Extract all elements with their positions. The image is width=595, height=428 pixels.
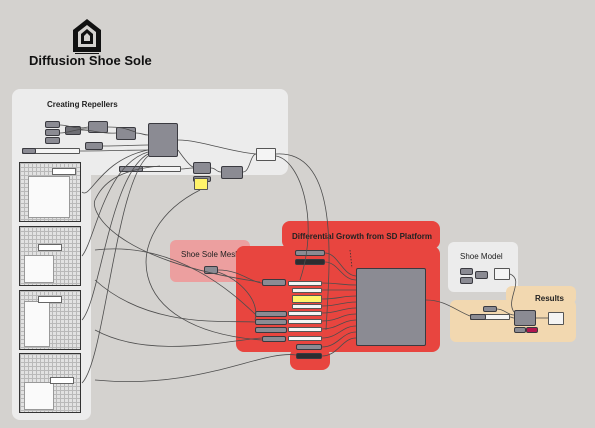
growth-param[interactable] — [295, 250, 325, 256]
differential-growth-solver[interactable] — [356, 268, 426, 346]
group-label-shoe-sole-mesh: Shoe Sole Mesh — [181, 250, 240, 259]
component-node[interactable] — [45, 121, 60, 128]
growth-param[interactable] — [255, 311, 287, 317]
results-color-swatch[interactable] — [514, 327, 526, 333]
growth-param[interactable] — [255, 319, 287, 325]
shoe-model-node[interactable] — [460, 277, 473, 284]
repeller-preview-3[interactable] — [19, 290, 81, 350]
growth-slider[interactable] — [288, 327, 322, 332]
growth-param[interactable] — [296, 353, 322, 359]
group-shoe-model[interactable] — [448, 242, 518, 292]
group-label-creating-repellers: Creating Repellers — [47, 100, 118, 109]
results-slider-handle[interactable] — [470, 314, 486, 320]
growth-slider[interactable] — [288, 336, 322, 341]
component-node[interactable] — [22, 148, 36, 154]
group-results-top[interactable] — [506, 286, 576, 304]
group-label-differential-growth: Differential Growth from SD Platform — [292, 232, 433, 241]
page-title: Diffusion Shoe Sole — [29, 53, 152, 68]
house-logo-icon — [73, 19, 101, 54]
group-differential-growth-tail[interactable] — [290, 348, 330, 370]
growth-param[interactable] — [262, 279, 286, 286]
component-node[interactable] — [116, 127, 136, 140]
results-node[interactable] — [483, 306, 497, 312]
repeller-preview-4[interactable] — [19, 353, 81, 413]
component-node[interactable] — [88, 121, 108, 133]
component-node[interactable] — [119, 166, 143, 172]
growth-slider[interactable] — [292, 304, 322, 309]
growth-slider[interactable] — [292, 288, 322, 293]
component-node[interactable] — [85, 142, 103, 150]
yellow-panel[interactable] — [194, 178, 208, 190]
growth-slider[interactable] — [288, 319, 322, 324]
yellow-panel[interactable] — [292, 295, 322, 303]
group-label-results: Results — [535, 294, 564, 303]
growth-slider[interactable] — [288, 311, 322, 316]
shoe-model-node[interactable] — [475, 271, 488, 279]
shoe-model-node[interactable] — [460, 268, 473, 275]
component-node[interactable] — [65, 126, 81, 135]
growth-param[interactable] — [295, 259, 325, 265]
growth-param[interactable] — [262, 336, 286, 342]
results-node[interactable] — [514, 310, 536, 326]
output-panel[interactable] — [256, 148, 276, 161]
component-node[interactable] — [221, 166, 243, 179]
component-node[interactable] — [193, 162, 211, 174]
growth-param[interactable] — [296, 344, 322, 350]
repeller-preview-1[interactable] — [19, 162, 81, 222]
growth-slider[interactable] — [288, 281, 322, 286]
group-label-shoe-model: Shoe Model — [460, 252, 503, 261]
component-large[interactable] — [148, 123, 178, 157]
results-color-swatch[interactable] — [526, 327, 538, 333]
component-node[interactable] — [45, 137, 60, 144]
shoe-model-output[interactable] — [494, 268, 510, 280]
repeller-preview-2[interactable] — [19, 226, 81, 286]
results-output[interactable] — [548, 312, 564, 325]
component-node[interactable] — [45, 129, 60, 136]
mesh-param[interactable] — [204, 266, 218, 274]
growth-param[interactable] — [255, 327, 287, 333]
